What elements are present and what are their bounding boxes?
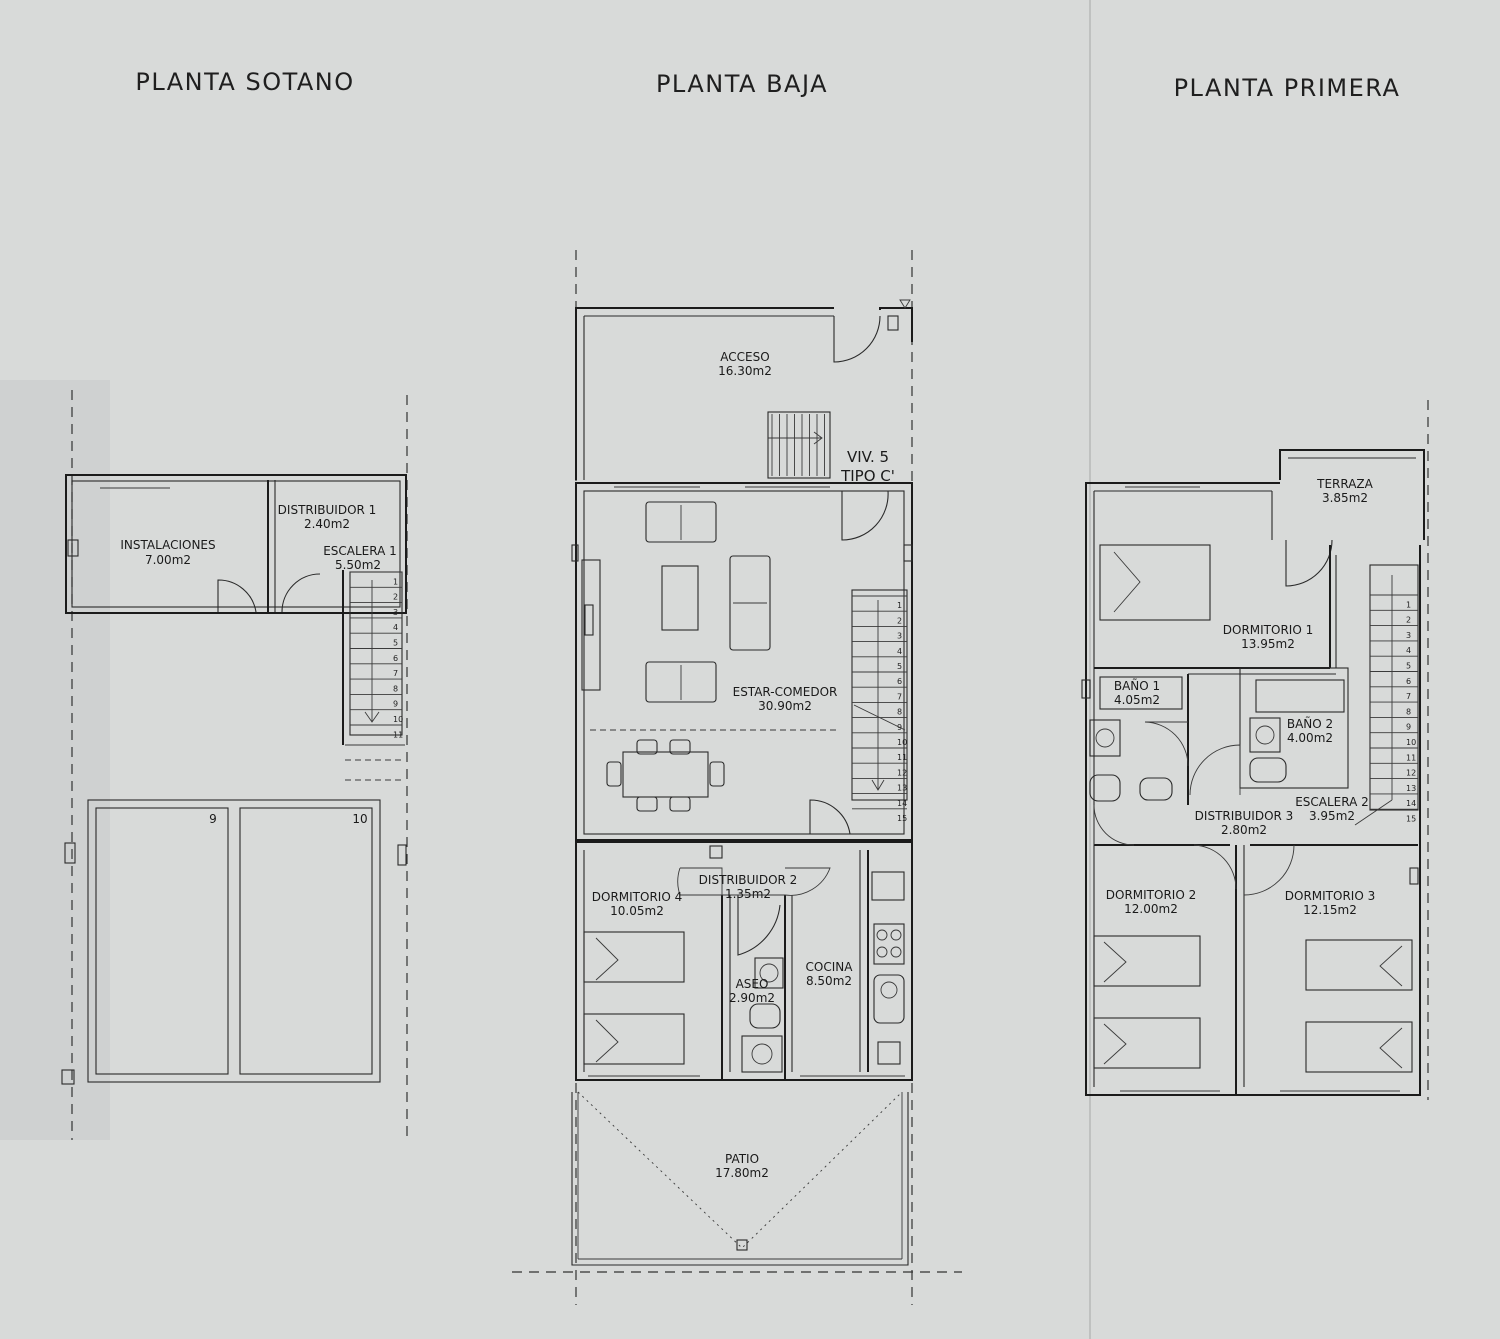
parking-space-9: 9	[209, 812, 217, 826]
stair-primera-step-number: 11	[1406, 753, 1416, 762]
stair-baja-step-number: 11	[897, 753, 907, 762]
stair-primera-step-number: 9	[1406, 723, 1411, 732]
stair-baja-step-number: 3	[897, 632, 902, 641]
stair-primera-step-number: 6	[1406, 677, 1411, 686]
stair-baja-step-number: 13	[897, 784, 907, 793]
room-dormitorio3-name: DORMITORIO 3	[1285, 889, 1375, 903]
plan-sotano: 1 2 3 4 5 6 7 8 9 10 11	[61, 390, 408, 1140]
stair-sotano-step-number: 6	[393, 654, 398, 663]
title-planta-primera: PLANTA PRIMERA	[1174, 74, 1401, 102]
room-bano2-area: 4.00m2	[1287, 731, 1333, 745]
room-escalera2-area: 3.95m2	[1309, 809, 1355, 823]
stair-sotano: 1 2 3 4 5 6 7 8 9 10 11	[350, 571, 403, 739]
room-distribuidor3-name: DISTRIBUIDOR 3	[1195, 809, 1294, 823]
stair-primera-step-number: 5	[1406, 662, 1411, 671]
room-estar-name: ESTAR-COMEDOR	[733, 685, 838, 699]
parking-space-10: 10	[352, 812, 367, 826]
room-distribuidor1-area: 2.40m2	[304, 517, 350, 531]
room-distribuidor2-name: DISTRIBUIDOR 2	[699, 873, 798, 887]
room-patio-area: 17.80m2	[715, 1166, 769, 1180]
stair-primera-step-number: 3	[1406, 631, 1411, 640]
room-escalera2-name: ESCALERA 2	[1295, 795, 1369, 809]
room-dormitorio2-area: 12.00m2	[1124, 902, 1178, 916]
stair-primera-step-number: 4	[1406, 646, 1411, 655]
room-escalera1-name: ESCALERA 1	[323, 544, 397, 558]
stair-primera-step-number: 14	[1406, 799, 1416, 808]
stair-sotano-step-number: 7	[393, 669, 398, 678]
room-distribuidor1-name: DISTRIBUIDOR 1	[278, 503, 377, 517]
room-dormitorio4-name: DORMITORIO 4	[592, 890, 682, 904]
paper-shadow	[0, 380, 110, 1140]
stair-baja-step-number: 15	[897, 814, 907, 823]
room-estar-area: 30.90m2	[758, 699, 812, 713]
room-terraza-area: 3.85m2	[1322, 491, 1368, 505]
room-dormitorio4-area: 10.05m2	[610, 904, 664, 918]
room-dormitorio1-area: 13.95m2	[1241, 637, 1295, 651]
room-dormitorio2-name: DORMITORIO 2	[1106, 888, 1196, 902]
room-bano2-name: BAÑO 2	[1287, 716, 1333, 731]
room-acceso-area: 16.30m2	[718, 364, 772, 378]
title-planta-baja: PLANTA BAJA	[656, 70, 828, 98]
stair-sotano-step-number: 5	[393, 639, 398, 648]
stair-primera-step-number: 10	[1406, 738, 1416, 747]
stair-sotano-step-number: 1	[393, 577, 398, 586]
room-cocina-area: 8.50m2	[806, 974, 852, 988]
room-patio-name: PATIO	[725, 1152, 759, 1166]
stair-primera-step-number: 2	[1406, 616, 1411, 625]
room-aseo-name: ASEO	[736, 977, 769, 991]
unit-label-line1: VIV. 5	[847, 448, 889, 466]
room-instalaciones-name: INSTALACIONES	[120, 538, 215, 552]
stair-primera-step-number: 7	[1406, 692, 1411, 701]
stair-primera-step-number: 1	[1406, 600, 1411, 609]
stair-sotano-step-number: 2	[393, 593, 398, 602]
stair-baja-step-number: 7	[897, 692, 902, 701]
stair-baja-step-number: 5	[897, 662, 902, 671]
stair-primera-step-number: 13	[1406, 784, 1416, 793]
stair-baja-step-number: 10	[897, 738, 907, 747]
stair-baja-step-number: 6	[897, 677, 902, 686]
room-dormitorio1-name: DORMITORIO 1	[1223, 623, 1313, 637]
stair-sotano-step-number: 3	[393, 608, 398, 617]
room-escalera1-area: 5.50m2	[335, 558, 381, 572]
room-instalaciones-area: 7.00m2	[145, 553, 191, 567]
room-terraza-name: TERRAZA	[1316, 477, 1374, 491]
title-planta-sotano: PLANTA SOTANO	[135, 68, 354, 96]
room-cocina-name: COCINA	[806, 960, 854, 974]
stair-sotano-step-number: 11	[393, 730, 403, 739]
stair-primera-step-number: 8	[1406, 707, 1411, 716]
unit-label-line2: TIPO C'	[840, 467, 895, 485]
stair-baja-step-number: 4	[897, 647, 902, 656]
stair-baja-step-number: 14	[897, 799, 907, 808]
stair-primera-step-number: 12	[1406, 769, 1416, 778]
stair-sotano-step-number: 10	[393, 715, 403, 724]
stair-baja-step-number: 8	[897, 708, 902, 717]
room-bano1-area: 4.05m2	[1114, 693, 1160, 707]
room-distribuidor2-area: 1.35m2	[725, 887, 771, 901]
room-bano1-name: BAÑO 1	[1114, 678, 1160, 693]
stair-sotano-step-number: 9	[393, 700, 398, 709]
stair-baja-step-number: 2	[897, 616, 902, 625]
stair-sotano-step-number: 8	[393, 684, 398, 693]
room-acceso-name: ACCESO	[720, 350, 769, 364]
room-distribuidor3-area: 2.80m2	[1221, 823, 1267, 837]
stair-primera-step-number: 15	[1406, 815, 1416, 824]
stair-baja-step-number: 12	[897, 768, 907, 777]
room-aseo-area: 2.90m2	[729, 991, 775, 1005]
room-dormitorio3-area: 12.15m2	[1303, 903, 1357, 917]
stair-sotano-step-number: 4	[393, 623, 398, 632]
stair-baja-step-number: 1	[897, 601, 902, 610]
